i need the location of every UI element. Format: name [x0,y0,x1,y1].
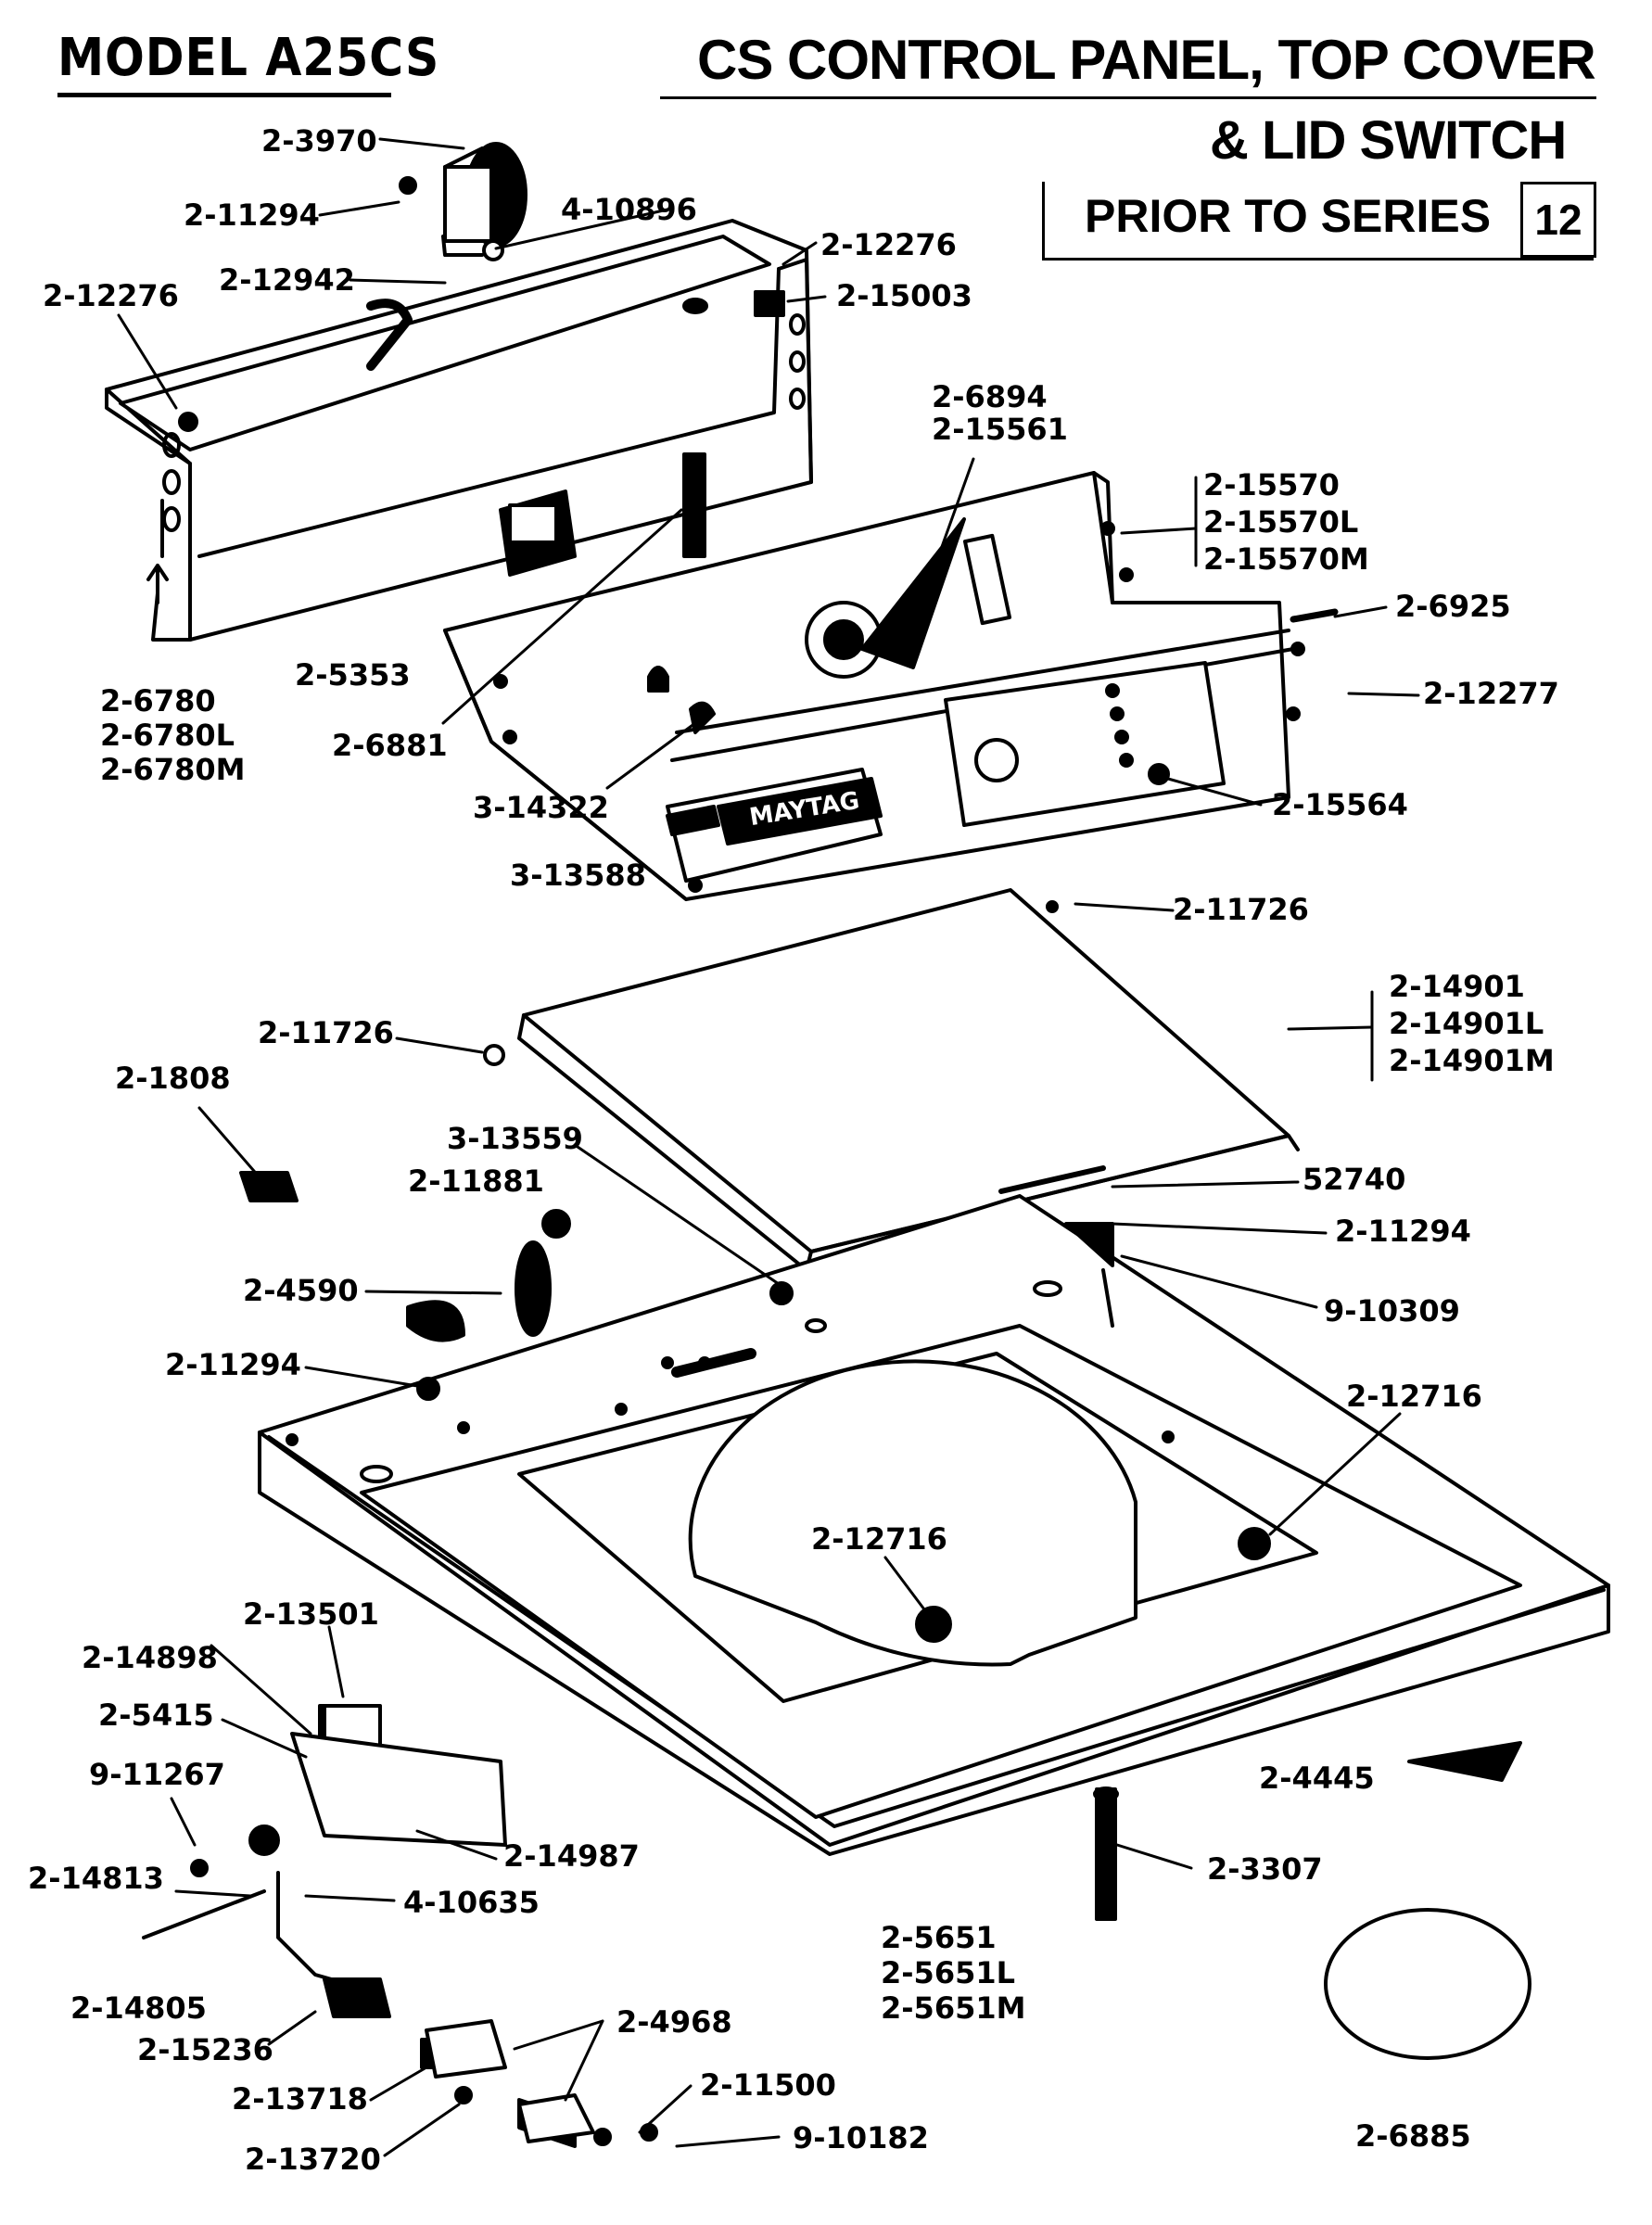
part-label: 2-15570M [1203,541,1369,577]
part-label: 2-6780L [100,718,235,753]
part-label: 2-12276 [43,278,179,313]
part-label: 2-11500 [700,2067,836,2103]
part-label: 2-14901M [1389,1043,1555,1078]
part-label: 2-12942 [219,262,355,298]
part-label: 2-13501 [243,1596,379,1632]
control-panel-housing [105,219,813,642]
timer-motor [399,142,527,261]
part-label: 2-12716 [1346,1379,1482,1414]
part-label: 3-13559 [447,1121,583,1156]
part-label: 9-10182 [793,2120,929,2155]
part-label: 2-11726 [1173,892,1309,927]
diagram-title-line2: & LID SWITCH [1210,110,1567,171]
model-title: MODEL A25CS [57,28,440,88]
part-label: 2-4590 [243,1273,359,1308]
part-label: 2-12716 [811,1521,947,1557]
series-label: PRIOR TO SERIES [1085,190,1492,242]
part-label: 2-11881 [408,1163,544,1199]
washer-lid [483,888,1300,1272]
part-label: 2-15570L [1203,504,1359,540]
diagram-title-line1: CS CONTROL PANEL, TOP COVER [697,29,1596,91]
part-label: 2-14898 [82,1640,218,1675]
part-label: 2-13718 [232,2081,368,2117]
part-label: 2-11294 [165,1347,301,1382]
part-label: 2-15561 [932,412,1068,447]
part-label: 2-1808 [115,1061,231,1096]
small-part-outlines [142,1704,1531,2143]
switch-block [499,490,577,577]
part-label: 4-10635 [403,1885,540,1920]
part-label: 2-6894 [932,379,1048,414]
part-label: 2-5415 [98,1697,214,1733]
part-label: 3-13588 [510,858,646,893]
part-label: 2-11294 [184,197,320,233]
part-label: 2-3970 [261,123,377,159]
part-label: 3-14322 [473,790,609,825]
model-underline [57,93,391,97]
part-label: 2-5651L [881,1955,1015,1990]
part-label: 2-14805 [70,1990,207,2026]
part-label: 9-10309 [1324,1293,1460,1329]
part-label: 2-15003 [836,278,972,313]
part-label: 4-10896 [561,192,697,227]
part-label: 2-14813 [28,1861,164,1896]
part-label: 2-6881 [332,728,448,763]
part-label: 2-15236 [137,2032,273,2067]
part-label: 2-6885 [1355,2118,1471,2154]
part-label: 2-6780 [100,683,216,718]
part-label: 2-13720 [245,2142,381,2177]
part-label: 2-6780M [100,752,246,787]
series-box [1042,182,1594,261]
part-label: 2-5651 [881,1920,997,1955]
part-label: 2-5651M [881,1990,1026,2026]
part-label: 2-11726 [258,1015,394,1050]
part-label: 2-14901 [1389,969,1525,1004]
part-label: 2-3307 [1207,1851,1323,1887]
title-rule [660,96,1596,99]
part-label: 2-14987 [503,1838,640,1874]
part-label: 2-5353 [295,657,411,693]
part-label: 2-6925 [1395,589,1511,624]
part-label: 2-12276 [820,227,957,262]
leader-lines [117,137,1420,2157]
part-label: 2-14901L [1389,1006,1544,1041]
part-label: 2-15570 [1203,467,1340,502]
part-label: 9-11267 [89,1757,225,1792]
part-label: 2-4968 [616,2004,732,2040]
part-label: 2-11294 [1335,1214,1471,1249]
part-label: 2-15564 [1272,787,1408,822]
part-label: 2-4445 [1259,1761,1375,1796]
series-number: 12 [1520,182,1596,258]
rotary-switch [682,452,706,558]
part-label: 2-12277 [1423,676,1559,711]
part-label: 52740 [1303,1162,1406,1197]
panel-screw [682,290,785,317]
